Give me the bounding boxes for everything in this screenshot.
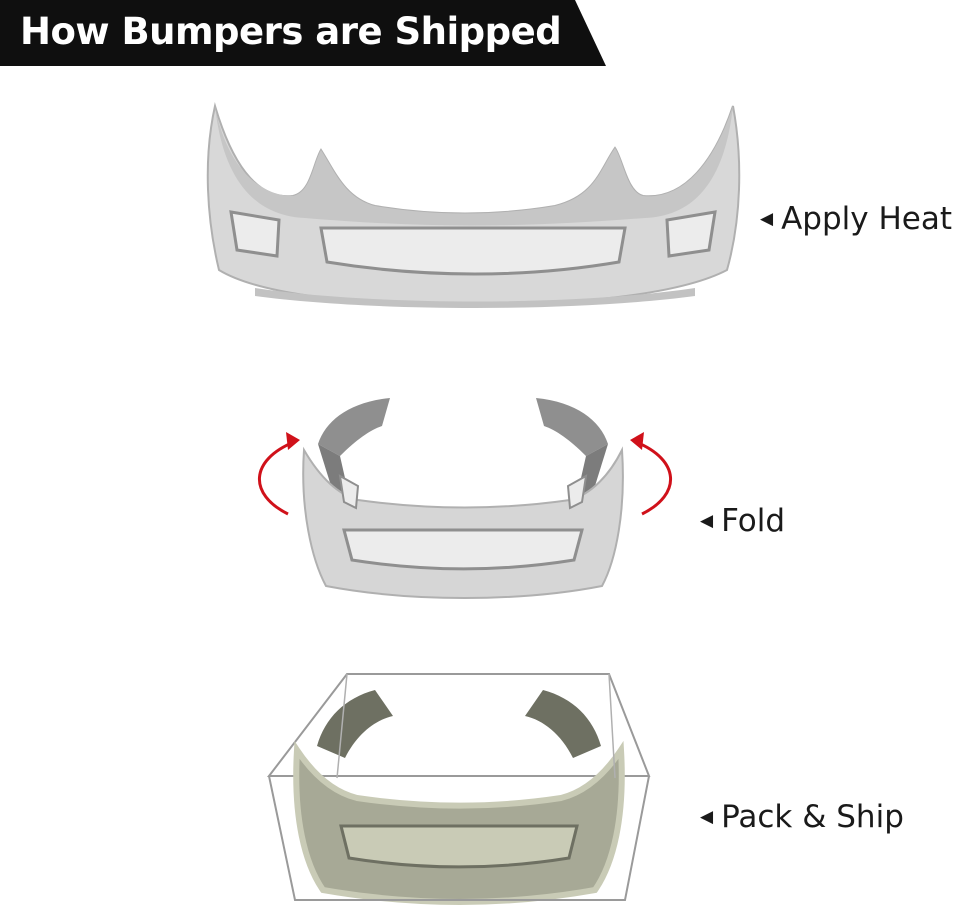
title-banner — [0, 0, 606, 66]
pointer-left-icon: ◀ — [760, 209, 774, 229]
folded-bumper-illustration — [258, 398, 672, 599]
step-pack-ship-text: Pack & Ship — [721, 799, 904, 835]
packed-bumper-illustration — [266, 673, 651, 905]
pointer-left-icon: ◀ — [700, 511, 714, 531]
step-fold-label: ◀ Fold — [700, 503, 785, 539]
step-fold-text: Fold — [721, 503, 786, 539]
flat-bumper-illustration — [206, 102, 741, 308]
step-apply-heat-text: Apply Heat — [781, 201, 952, 237]
pointer-left-icon: ◀ — [700, 807, 714, 827]
page-title: How Bumpers are Shipped — [20, 10, 562, 53]
step-apply-heat-label: ◀ Apply Heat — [760, 201, 952, 237]
step-pack-ship-label: ◀ Pack & Ship — [700, 799, 904, 835]
